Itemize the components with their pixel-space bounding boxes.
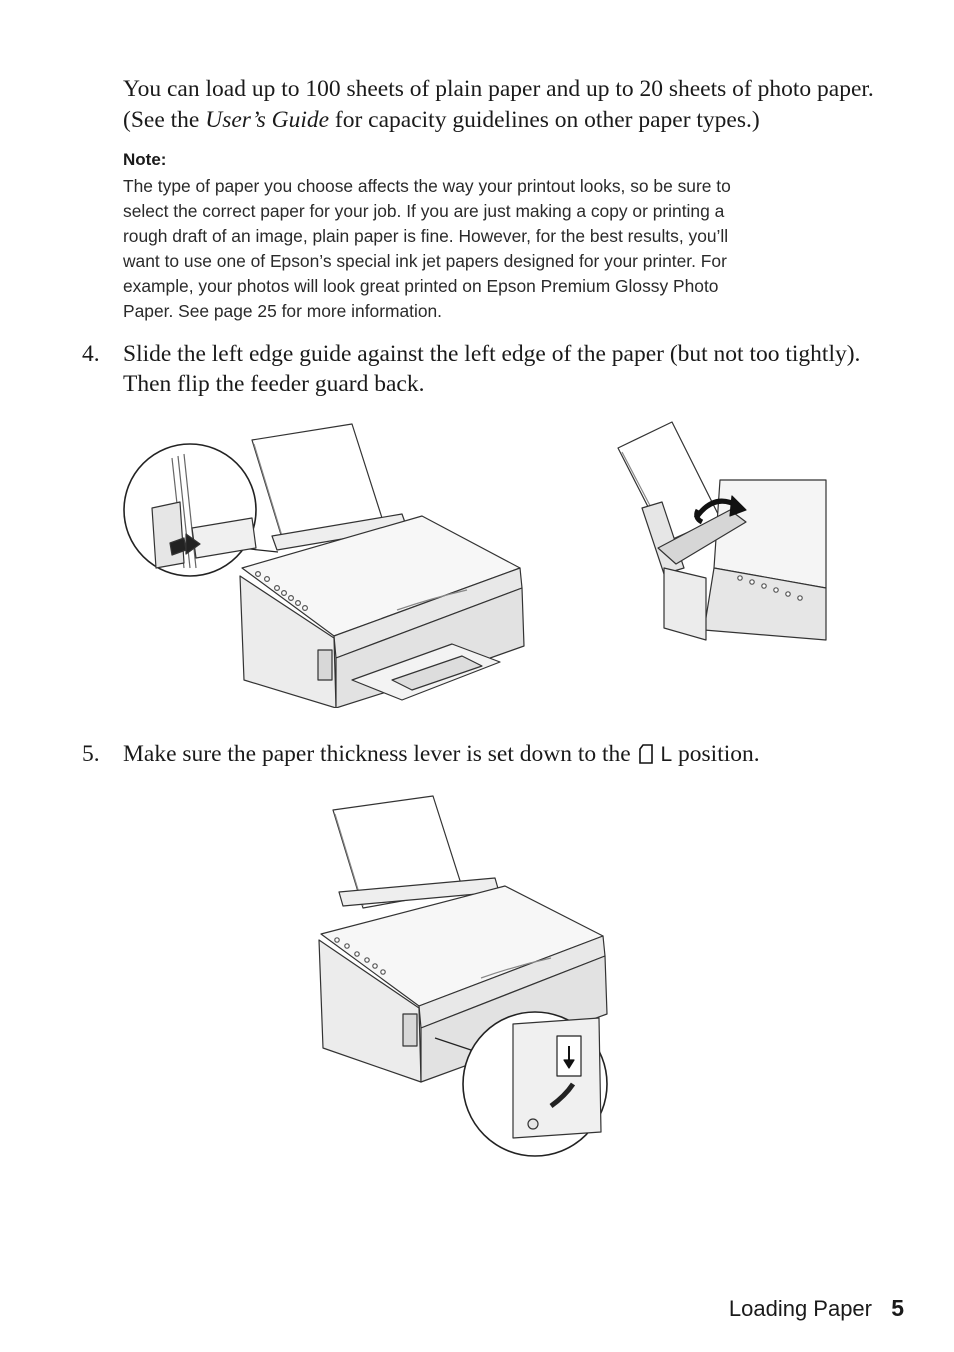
- note-body: The type of paper you choose affects the…: [123, 174, 863, 324]
- step-text-after: position.: [672, 741, 760, 767]
- step-text-before: Make sure the paper thickness lever is s…: [123, 741, 637, 767]
- step-text: Make sure the paper thickness lever is s…: [123, 739, 893, 772]
- step-number: 4.: [82, 341, 100, 367]
- note-line: The type of paper you choose affects the…: [123, 176, 731, 196]
- intro-paragraph: You can load up to 100 sheets of plain p…: [123, 74, 883, 136]
- note-line: example, your photos will look great pri…: [123, 276, 719, 296]
- intro-text-end: for capacity guidelines on other paper t…: [329, 107, 760, 133]
- step-line: Then flip the feeder guard back.: [123, 371, 425, 397]
- paper-thickness-lever-illustration: [315, 792, 615, 1162]
- intro-text-start: You can load up to 100 sheets of plain p…: [123, 76, 874, 133]
- step-text: Slide the left edge guide against the le…: [123, 339, 893, 399]
- step-4: 4. Slide the left edge guide against the…: [0, 339, 954, 403]
- step-line: Slide the left edge guide against the le…: [123, 341, 861, 367]
- note-line: Paper. See page 25 for more information.: [123, 301, 443, 321]
- note-line: rough draft of an image, plain paper is …: [123, 226, 729, 246]
- feeder-guard-illustration: [610, 418, 832, 644]
- printer-edge-guide-illustration: [122, 418, 530, 709]
- paper-sheet-icon: [638, 742, 653, 772]
- lever-position-symbol: L: [660, 743, 673, 766]
- users-guide-title: User’s Guide: [205, 107, 330, 133]
- step-number: 5.: [82, 741, 100, 767]
- page-number: 5: [891, 1295, 904, 1321]
- footer-section-title: Loading Paper: [728, 1296, 872, 1321]
- step-5: 5. Make sure the paper thickness lever i…: [0, 739, 954, 773]
- note-line: select the correct paper for your job. I…: [123, 201, 725, 221]
- note-heading: Note:: [123, 150, 167, 169]
- note-line: want to use one of Epson’s special ink j…: [123, 251, 727, 271]
